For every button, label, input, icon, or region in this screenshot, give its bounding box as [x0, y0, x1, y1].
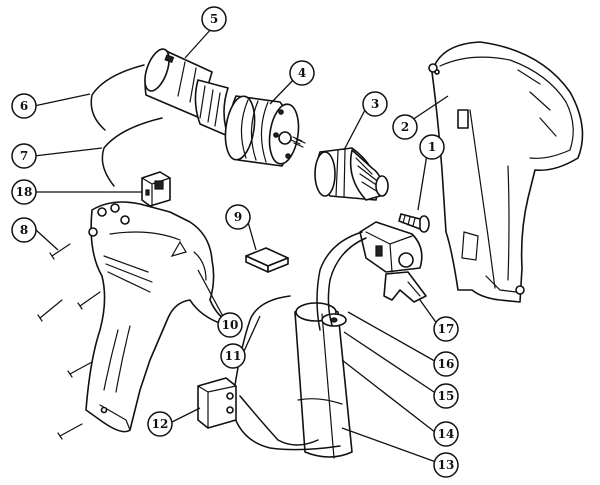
callout-14-label: 14 [438, 427, 455, 441]
callout-2-label: 2 [401, 120, 409, 134]
callout-15: 15 [433, 383, 459, 409]
callout-3: 3 [362, 91, 388, 117]
callout-14: 14 [433, 421, 459, 447]
trigger-switch-part [359, 221, 427, 303]
callout-4-label: 4 [298, 66, 306, 80]
callout-18-label: 18 [16, 185, 33, 199]
callout-9-label: 9 [234, 210, 242, 224]
callout-2: 2 [392, 114, 418, 140]
callout-6: 6 [11, 93, 37, 119]
pad-part [245, 247, 289, 273]
callout-17-label: 17 [438, 322, 455, 336]
callout-7: 7 [11, 143, 37, 169]
wire-harness-part [229, 231, 367, 451]
callout-1: 1 [419, 134, 445, 160]
callout-9: 9 [225, 204, 251, 230]
callout-10: 10 [217, 312, 243, 338]
callout-17: 17 [433, 316, 459, 342]
housing-half-part [428, 41, 584, 303]
callout-6-label: 6 [20, 99, 28, 113]
callout-5-label: 5 [210, 12, 218, 26]
callout-13-label: 13 [438, 458, 455, 472]
housing-left-part [85, 201, 231, 433]
callout-12-label: 12 [152, 417, 169, 431]
callout-3-label: 3 [371, 97, 379, 111]
screw-part [398, 213, 430, 233]
callout-1-label: 1 [428, 140, 436, 154]
callout-15-label: 15 [438, 389, 455, 403]
callout-7-label: 7 [20, 149, 28, 163]
switch-block-part [141, 171, 171, 207]
wire-6-part [90, 64, 145, 131]
callout-16: 16 [433, 351, 459, 377]
callout-12: 12 [147, 411, 173, 437]
terminal-block-part [197, 377, 237, 429]
callout-4: 4 [289, 60, 315, 86]
callout-8-label: 8 [20, 223, 28, 237]
chuck-part [314, 147, 389, 201]
battery-pack-part [294, 302, 353, 459]
callout-18: 18 [11, 179, 37, 205]
wire-7-part [101, 117, 163, 187]
callout-13: 13 [433, 452, 459, 478]
gearbox-part [224, 95, 306, 167]
callout-11-label: 11 [225, 349, 242, 363]
motor-part [144, 48, 229, 137]
callout-16-label: 16 [438, 357, 455, 371]
housing-screws-part [37, 243, 101, 440]
callout-5: 5 [201, 6, 227, 32]
callout-11: 11 [220, 343, 246, 369]
callout-8: 8 [11, 217, 37, 243]
callout-10-label: 10 [222, 318, 239, 332]
